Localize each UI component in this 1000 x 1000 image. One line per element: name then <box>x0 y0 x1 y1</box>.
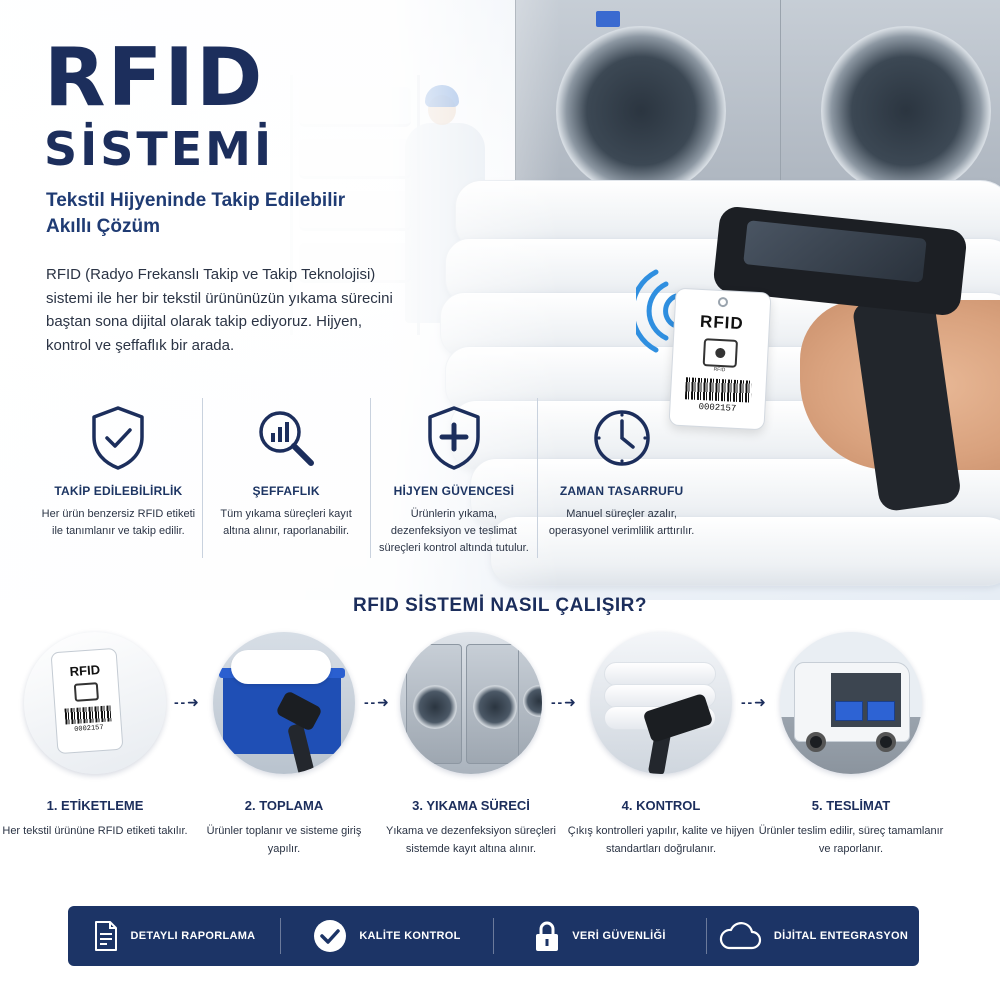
hero-section: RFID RFID 0002157 RFID SİSTEMİ Tekstil H… <box>0 0 1000 600</box>
clock-icon <box>593 410 650 466</box>
step-image-washers <box>400 632 542 774</box>
step-name: 3. YIKAMA SÜRECİ <box>412 798 530 813</box>
van-wheel <box>876 732 896 752</box>
linen-illustration <box>231 650 331 684</box>
washing-machine-illustration <box>780 0 1000 196</box>
step-text: Ürünler teslim edilir, süreç tamamlanır … <box>758 825 944 855</box>
process-title: RFID SİSTEMİ NASIL ÇALIŞIR? <box>353 595 647 616</box>
feature-name: TAKİP EDİLEBİLİRLİK <box>54 484 183 498</box>
rfid-tag-label: RFID <box>699 311 745 334</box>
process-step-delivery: 5. TESLİMAT Ürünler teslim edilir, süreç… <box>756 632 946 858</box>
process-step-control: 4. KONTROL Çıkış kontrolleri yapılır, ka… <box>566 632 756 858</box>
footer-item-quality: KALİTE KONTROL <box>281 918 494 954</box>
step-name: 1. ETİKETLEME <box>46 798 144 813</box>
step-text: Her tekstil ürününe RFID etiketi takılır… <box>2 825 188 837</box>
feature-item-hygiene: HİJYEN GÜVENCESİ Ürünlerin yıkama, dezen… <box>371 398 539 558</box>
shield-check-icon <box>92 406 145 470</box>
cloud-icon <box>719 922 761 950</box>
step-text: Çıkış kontrolleri yapılır, kalite ve hij… <box>567 825 755 855</box>
wireless-signal-icon <box>636 269 679 353</box>
delivery-van-illustration <box>794 662 910 742</box>
footer-item-label: VERİ GÜVENLİĞİ <box>572 930 666 942</box>
step-text: Ürünler toplanır ve sisteme giriş yapılı… <box>206 825 362 855</box>
van-wheel <box>806 732 826 752</box>
washing-machine-illustration <box>518 644 542 764</box>
feature-name: HİJYEN GÜVENCESİ <box>393 484 515 498</box>
step-name: 4. KONTROL <box>621 798 701 813</box>
rfid-chip-label: RFID <box>713 366 726 374</box>
washing-machine-illustration <box>406 644 462 764</box>
washing-machine-illustration <box>515 0 815 196</box>
step-image-tag: RFID 0002157 <box>24 632 166 774</box>
washing-machine-illustration <box>466 644 522 764</box>
towel-stack <box>490 516 1000 586</box>
page-subtitle: Tekstil Hijyeninde Takip Edilebilir Akıl… <box>46 190 346 237</box>
rfid-tag-number: 0002157 <box>74 723 104 734</box>
feature-name: ZAMAN TASARRUFU <box>559 484 684 498</box>
arrow-right-icon: - - ➜ <box>174 694 199 710</box>
barcode-icon <box>64 705 112 725</box>
rfid-chip-icon <box>73 682 99 702</box>
process-steps: RFID 0002157 1. ETİKETLEME Her tekstil ü… <box>0 632 1000 892</box>
feature-text: Her ürün benzersiz RFID etiketi ile tanı… <box>41 508 196 538</box>
towel-stack <box>604 662 716 686</box>
rfid-chip-icon <box>702 338 739 368</box>
feature-item-time-saving: ZAMAN TASARRUFU Manuel süreçler azalır, … <box>538 398 705 558</box>
footer-item-label: KALİTE KONTROL <box>359 930 461 942</box>
step-image-van <box>780 632 922 774</box>
feature-name: ŞEFFAFLIK <box>252 484 320 498</box>
footer-item-reporting: DETAYLI RAPORLAMA <box>68 918 281 954</box>
feature-text: Tüm yıkama süreçleri kayıt altına alınır… <box>220 508 352 538</box>
arrow-right-icon: - - ➜ <box>741 694 766 710</box>
feature-text: Manuel süreçler azalır, operasyonel veri… <box>548 508 695 538</box>
feature-item-transparency: ŞEFFAFLIK Tüm yıkama süreçleri kayıt alt… <box>203 398 371 558</box>
page-title: RFID SİSTEMİ <box>44 31 275 176</box>
process-step-labeling: RFID 0002157 1. ETİKETLEME Her tekstil ü… <box>0 632 190 841</box>
rfid-tag: RFID 0002157 <box>50 647 124 755</box>
step-name: 2. TOPLAMA <box>244 798 324 813</box>
magnifier-chart-icon <box>259 411 315 466</box>
feature-item-traceability: TAKİP EDİLEBİLİRLİK Her ürün benzersiz R… <box>35 398 203 558</box>
title-line-1: RFID <box>44 31 265 124</box>
check-circle-icon <box>314 920 347 952</box>
report-document-icon <box>94 921 117 951</box>
feature-text: Ürünlerin yıkama, dezenfeksiyon ve tesli… <box>378 508 529 555</box>
arrow-right-icon: - - ➜ <box>551 694 576 710</box>
footer-item-label: DETAYLI RAPORLAMA <box>130 930 256 942</box>
arrow-right-icon: - - ➜ <box>364 694 389 710</box>
footer-item-digital-integration: DİJİTAL ENTEGRASYON <box>707 918 919 954</box>
footer-item-data-security: VERİ GÜVENLİĞİ <box>494 918 707 954</box>
feature-list: TAKİP EDİLEBİLİRLİK Her ürün benzersiz R… <box>35 398 705 558</box>
step-image-bin <box>213 632 355 774</box>
step-text: Yıkama ve dezenfeksiyon süreçleri sistem… <box>386 825 556 855</box>
title-line-2: SİSTEMİ <box>44 122 275 176</box>
hero-fade-overlay <box>0 0 560 600</box>
step-name: 5. TESLİMAT <box>811 798 891 813</box>
hero-description: RFID (Radyo Frekanslı Takip ve Takip Tek… <box>46 266 393 355</box>
padlock-icon <box>536 921 559 951</box>
process-step-collection: 2. TOPLAMA Ürünler toplanır ve sisteme g… <box>189 632 379 858</box>
step-image-control <box>590 632 732 774</box>
footer-item-label: DİJİTAL ENTEGRASYON <box>773 930 909 942</box>
shield-plus-icon <box>428 406 480 470</box>
process-step-washing: 3. YIKAMA SÜRECİ Yıkama ve dezenfeksiyon… <box>376 632 566 858</box>
rfid-tag-label: RFID <box>69 662 101 680</box>
footer-bar: DETAYLI RAPORLAMA KALİTE KONTROL VERİ GÜ… <box>68 906 919 966</box>
